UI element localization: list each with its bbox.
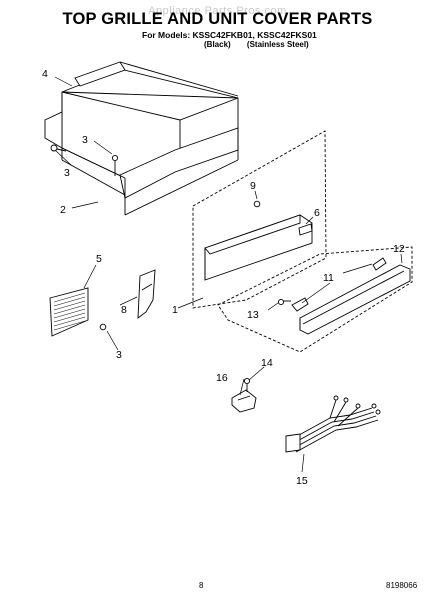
callout-15: 15 (296, 475, 308, 487)
callout-6: 6 (314, 207, 320, 219)
callout-1: 1 (172, 304, 178, 316)
clip-11b (291, 297, 309, 312)
screw-13 (277, 298, 291, 306)
screw-14 (243, 377, 251, 392)
clip-6 (298, 223, 313, 236)
variant-black: (Black) (204, 40, 231, 49)
callout-2: 2 (60, 204, 66, 216)
grille-assembly-box (192, 130, 327, 309)
callout-13: 13 (247, 309, 259, 321)
screw-3a (50, 144, 67, 152)
callout-3-side: 3 (64, 167, 70, 179)
callout-4: 4 (42, 68, 48, 80)
top-grille-panel (204, 214, 313, 281)
callout-14: 14 (261, 357, 273, 369)
part-16 (231, 389, 257, 413)
callout-8: 8 (121, 304, 127, 316)
unit-cover (44, 61, 239, 216)
watermark: Appliance Parts Pros.com (148, 5, 287, 17)
variants-line: (Black) (Stainless Steel) (204, 40, 323, 49)
callout-9: 9 (250, 180, 256, 192)
trim-assembly-box (217, 246, 413, 353)
page-number: 8 (199, 581, 204, 590)
wire-harness (285, 395, 381, 453)
clip-11a (372, 257, 387, 271)
callout-12: 12 (393, 243, 405, 255)
variant-stainless: (Stainless Steel) (246, 40, 309, 49)
document-number: 8198066 (386, 581, 418, 590)
screw-3b (111, 154, 119, 176)
trim-strip (299, 264, 411, 335)
models-line: For Models: KSSC42FKB01, KSSC42FKS01 (142, 30, 317, 40)
bracket-8 (137, 269, 156, 319)
callout-3-cover: 3 (82, 134, 88, 146)
page-title: TOP GRILLE AND UNIT COVER PARTS (62, 10, 373, 28)
callout-16: 16 (216, 372, 228, 384)
screw-3c (99, 323, 107, 331)
callout-3-vent: 3 (116, 349, 122, 361)
callout-11: 11 (323, 272, 334, 284)
callout-5: 5 (96, 253, 102, 265)
leader-lines (54, 76, 403, 473)
vent-grille (49, 287, 89, 337)
screw-9 (253, 200, 261, 208)
